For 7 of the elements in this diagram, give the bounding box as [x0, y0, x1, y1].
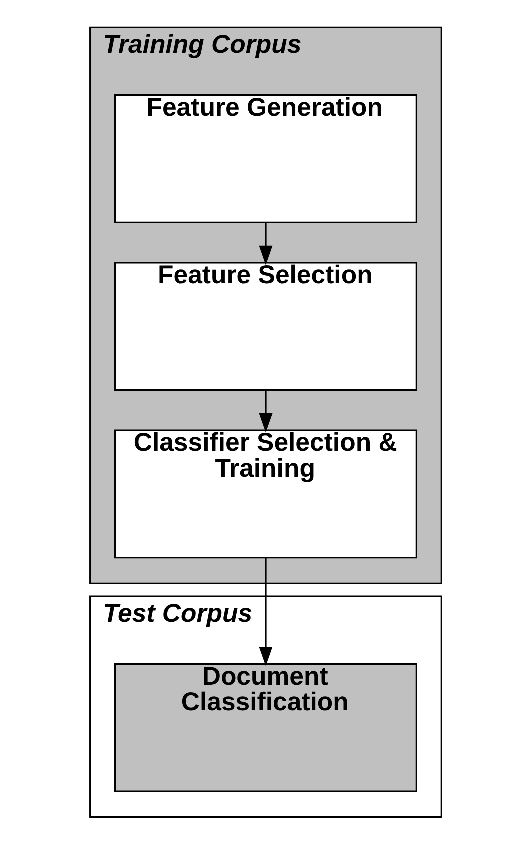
node-box: Feature Generation — [114, 94, 417, 224]
node-box: Feature Selection — [114, 262, 417, 392]
arrow — [258, 390, 272, 433]
arrow — [258, 558, 272, 666]
node-box: Document Classification — [114, 663, 417, 792]
arrow — [258, 222, 272, 266]
node-box: Classifier Selection & Training — [114, 430, 417, 559]
